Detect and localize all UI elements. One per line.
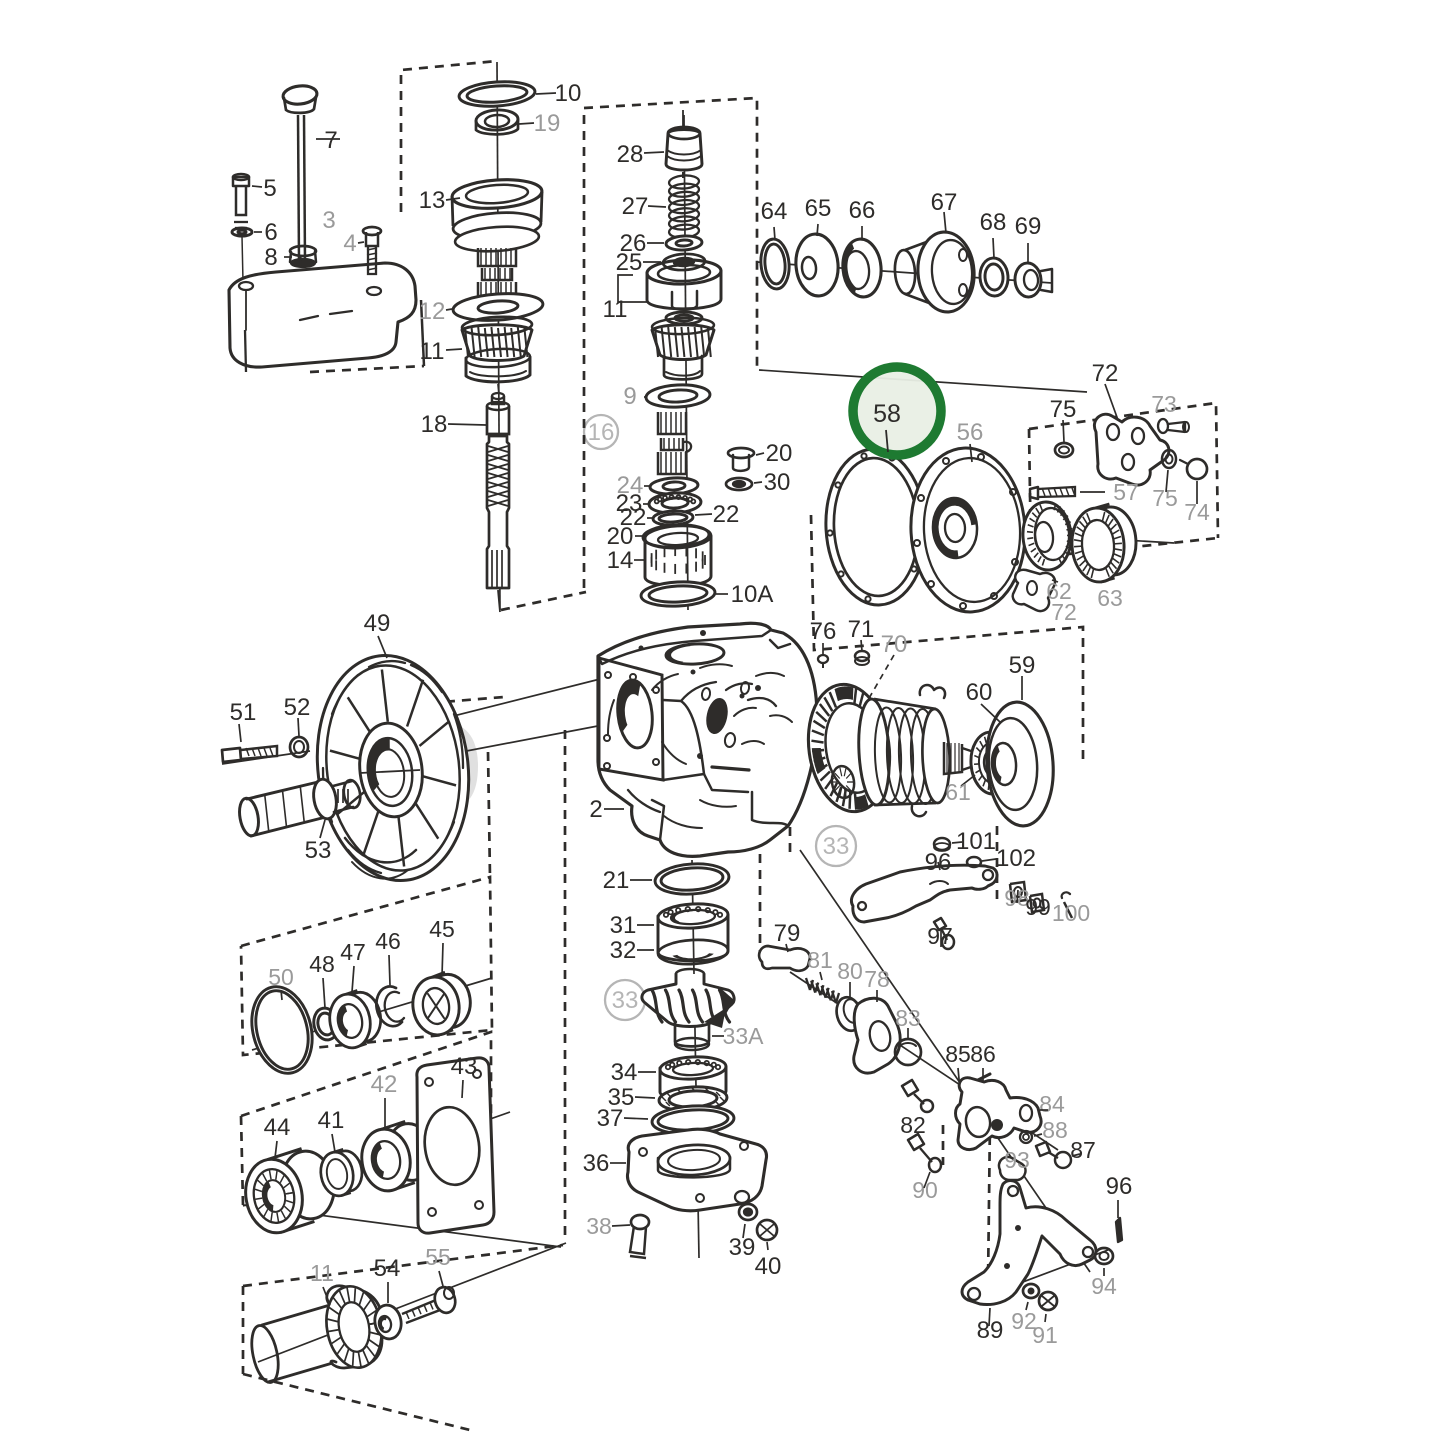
svg-text:94: 94 [1091,1273,1117,1299]
svg-text:50: 50 [268,964,294,990]
svg-text:3: 3 [322,207,335,234]
svg-text:64: 64 [761,198,788,225]
svg-text:4: 4 [343,230,356,257]
svg-text:100: 100 [1052,900,1090,926]
svg-text:14: 14 [607,547,634,574]
svg-text:63: 63 [1097,585,1123,611]
svg-text:28: 28 [617,141,644,168]
svg-text:19: 19 [534,110,561,137]
svg-text:49: 49 [364,610,391,637]
svg-text:21: 21 [603,867,630,894]
svg-text:61: 61 [945,779,971,805]
svg-text:34: 34 [611,1059,638,1086]
svg-text:72: 72 [1051,599,1077,625]
svg-text:11: 11 [310,1260,334,1286]
svg-text:7: 7 [324,127,337,154]
svg-text:97: 97 [927,923,953,949]
svg-text:22: 22 [713,501,740,528]
svg-text:90: 90 [912,1177,938,1203]
svg-text:9: 9 [623,383,636,410]
svg-text:83: 83 [895,1005,921,1031]
svg-text:20: 20 [766,440,793,467]
svg-text:73: 73 [1151,391,1177,417]
svg-text:56: 56 [957,419,984,446]
svg-text:32: 32 [610,937,637,964]
svg-text:38: 38 [586,1213,612,1239]
svg-text:96: 96 [1106,1173,1133,1200]
svg-text:33: 33 [612,987,639,1014]
svg-text:36: 36 [583,1150,610,1177]
svg-text:65: 65 [805,195,832,222]
svg-text:88: 88 [1042,1117,1068,1143]
svg-text:18: 18 [421,411,448,438]
svg-text:76: 76 [810,618,837,645]
svg-text:10: 10 [555,80,582,107]
svg-text:6: 6 [264,219,277,246]
svg-text:12: 12 [419,298,446,325]
svg-text:31: 31 [610,912,637,939]
svg-text:75: 75 [1152,485,1178,511]
svg-text:69: 69 [1015,213,1042,240]
svg-text:41: 41 [318,1107,345,1134]
svg-text:39: 39 [729,1234,756,1261]
svg-text:42: 42 [371,1071,398,1098]
svg-text:16: 16 [588,419,615,446]
svg-text:5: 5 [263,175,276,202]
svg-text:30: 30 [764,469,791,496]
svg-text:99: 99 [1025,894,1051,920]
svg-text:33A: 33A [723,1023,765,1049]
svg-text:54: 54 [374,1255,401,1282]
svg-text:55: 55 [425,1244,451,1270]
svg-text:2: 2 [589,796,602,823]
svg-text:44: 44 [264,1114,291,1141]
svg-text:58: 58 [873,400,901,428]
svg-text:79: 79 [774,920,801,947]
svg-text:85: 85 [945,1041,971,1067]
svg-text:48: 48 [309,951,335,977]
svg-text:93: 93 [1004,1147,1030,1173]
svg-text:47: 47 [340,939,366,965]
svg-text:46: 46 [375,928,401,954]
svg-text:20: 20 [607,523,634,550]
svg-text:57: 57 [1113,479,1139,505]
svg-text:86: 86 [970,1041,996,1067]
svg-text:25: 25 [616,249,643,276]
svg-text:10A: 10A [731,581,774,608]
svg-text:78: 78 [864,966,890,992]
svg-text:82: 82 [900,1112,926,1138]
svg-text:11: 11 [603,296,628,323]
svg-text:84: 84 [1039,1091,1065,1117]
svg-text:43: 43 [451,1053,478,1080]
svg-text:60: 60 [966,679,993,706]
svg-text:27: 27 [622,193,649,220]
svg-text:71: 71 [848,616,875,643]
svg-text:68: 68 [980,209,1007,236]
svg-text:8: 8 [264,244,277,271]
svg-text:102: 102 [996,845,1036,872]
svg-text:11: 11 [420,338,445,365]
svg-text:72: 72 [1092,360,1119,387]
svg-text:87: 87 [1070,1137,1096,1163]
svg-text:59: 59 [1009,652,1036,679]
svg-text:101: 101 [956,828,996,855]
svg-text:67: 67 [931,189,958,216]
svg-text:51: 51 [230,699,257,726]
svg-text:52: 52 [284,694,311,721]
svg-text:70: 70 [881,631,908,658]
svg-text:66: 66 [849,197,876,224]
svg-text:75: 75 [1050,396,1077,423]
svg-text:81: 81 [807,947,833,973]
svg-text:96: 96 [925,849,952,876]
svg-text:45: 45 [429,916,455,942]
svg-text:53: 53 [305,837,332,864]
svg-text:80: 80 [837,958,863,984]
svg-text:33: 33 [823,833,850,860]
svg-text:91: 91 [1032,1322,1058,1348]
svg-text:40: 40 [755,1253,782,1280]
svg-text:13: 13 [419,187,446,214]
svg-text:37: 37 [597,1105,624,1132]
